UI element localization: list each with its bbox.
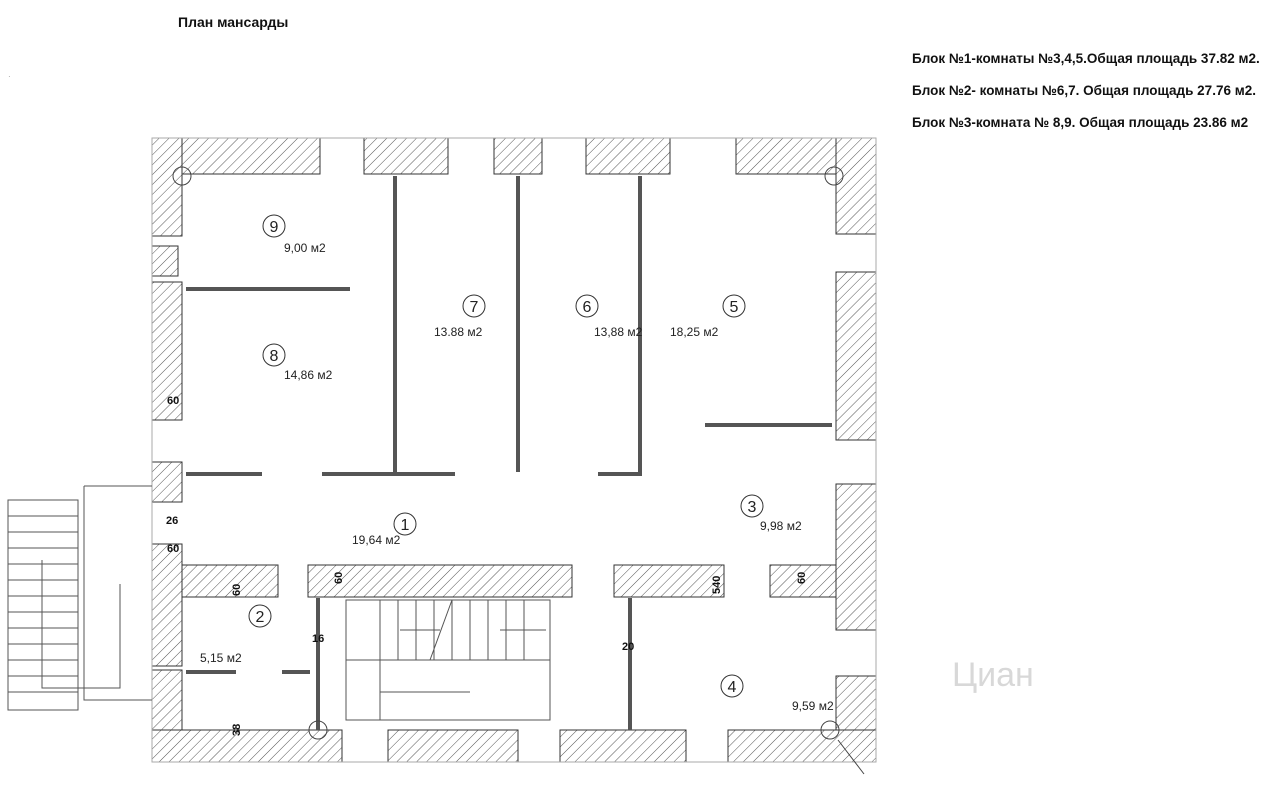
- dim-26: 26: [166, 515, 178, 527]
- dim-16: 16: [312, 633, 324, 645]
- dim-60-room2: 60: [231, 584, 243, 596]
- block-notes: Блок №1-комнаты №3,4,5.Общая площадь 37.…: [912, 50, 1272, 146]
- block-note-1: Блок №1-комнаты №3,4,5.Общая площадь 37.…: [912, 51, 1260, 66]
- dim-60-right: 60: [796, 572, 808, 584]
- outer-staircase: [7, 485, 152, 711]
- room-7-area: 13.88 м2: [434, 325, 483, 339]
- dim-60-stair: 60: [167, 543, 179, 555]
- dim-20: 20: [622, 641, 634, 653]
- room-7-number: 7: [470, 299, 479, 316]
- room-8-number: 8: [270, 348, 279, 365]
- dim-60-center: 60: [333, 572, 345, 584]
- room-5-area: 18,25 м2: [670, 325, 719, 339]
- room-1-number: 1: [401, 517, 410, 534]
- room-6-area: 13,88 м2: [594, 325, 643, 339]
- columns: [172, 166, 844, 740]
- exterior-walls: [151, 137, 877, 763]
- central-staircase: [345, 599, 551, 721]
- room-labels: 9 9,00 м2 8 14,86 м2 7 13.88 м2 6 13,88 …: [200, 214, 834, 713]
- dim-60-left: 60: [167, 395, 179, 407]
- room-4-number: 4: [728, 679, 737, 696]
- block-note-3: Блок №3-комната № 8,9. Общая площадь 23.…: [912, 115, 1249, 130]
- room-3-number: 3: [748, 499, 757, 516]
- block-note-2: Блок №2- комнаты №6,7. Общая площадь 27.…: [912, 83, 1256, 98]
- room-6-number: 6: [583, 299, 592, 316]
- room-8-area: 14,86 м2: [284, 368, 333, 382]
- room-2-area: 5,15 м2: [200, 651, 242, 665]
- room-3-area: 9,98 м2: [760, 519, 802, 533]
- room-9-number: 9: [270, 219, 279, 236]
- dimension-labels: 60 60 60 60 60 540 20 16 38 26: [166, 395, 808, 736]
- plan-title: План мансарды: [178, 14, 289, 30]
- room-9-area: 9,00 м2: [284, 241, 326, 255]
- dim-38: 38: [231, 724, 243, 736]
- leader-line: [837, 739, 865, 775]
- stray-mark: ·: [8, 72, 11, 81]
- room-2-number: 2: [256, 609, 265, 626]
- room-4-area: 9,59 м2: [792, 699, 834, 713]
- interior-partitions: [186, 176, 832, 730]
- room-5-number: 5: [730, 299, 739, 316]
- building-outline: [151, 137, 877, 763]
- dim-540: 540: [711, 576, 723, 594]
- room-1-area: 19,64 м2: [352, 533, 401, 547]
- watermark-text: Циан: [952, 656, 1034, 694]
